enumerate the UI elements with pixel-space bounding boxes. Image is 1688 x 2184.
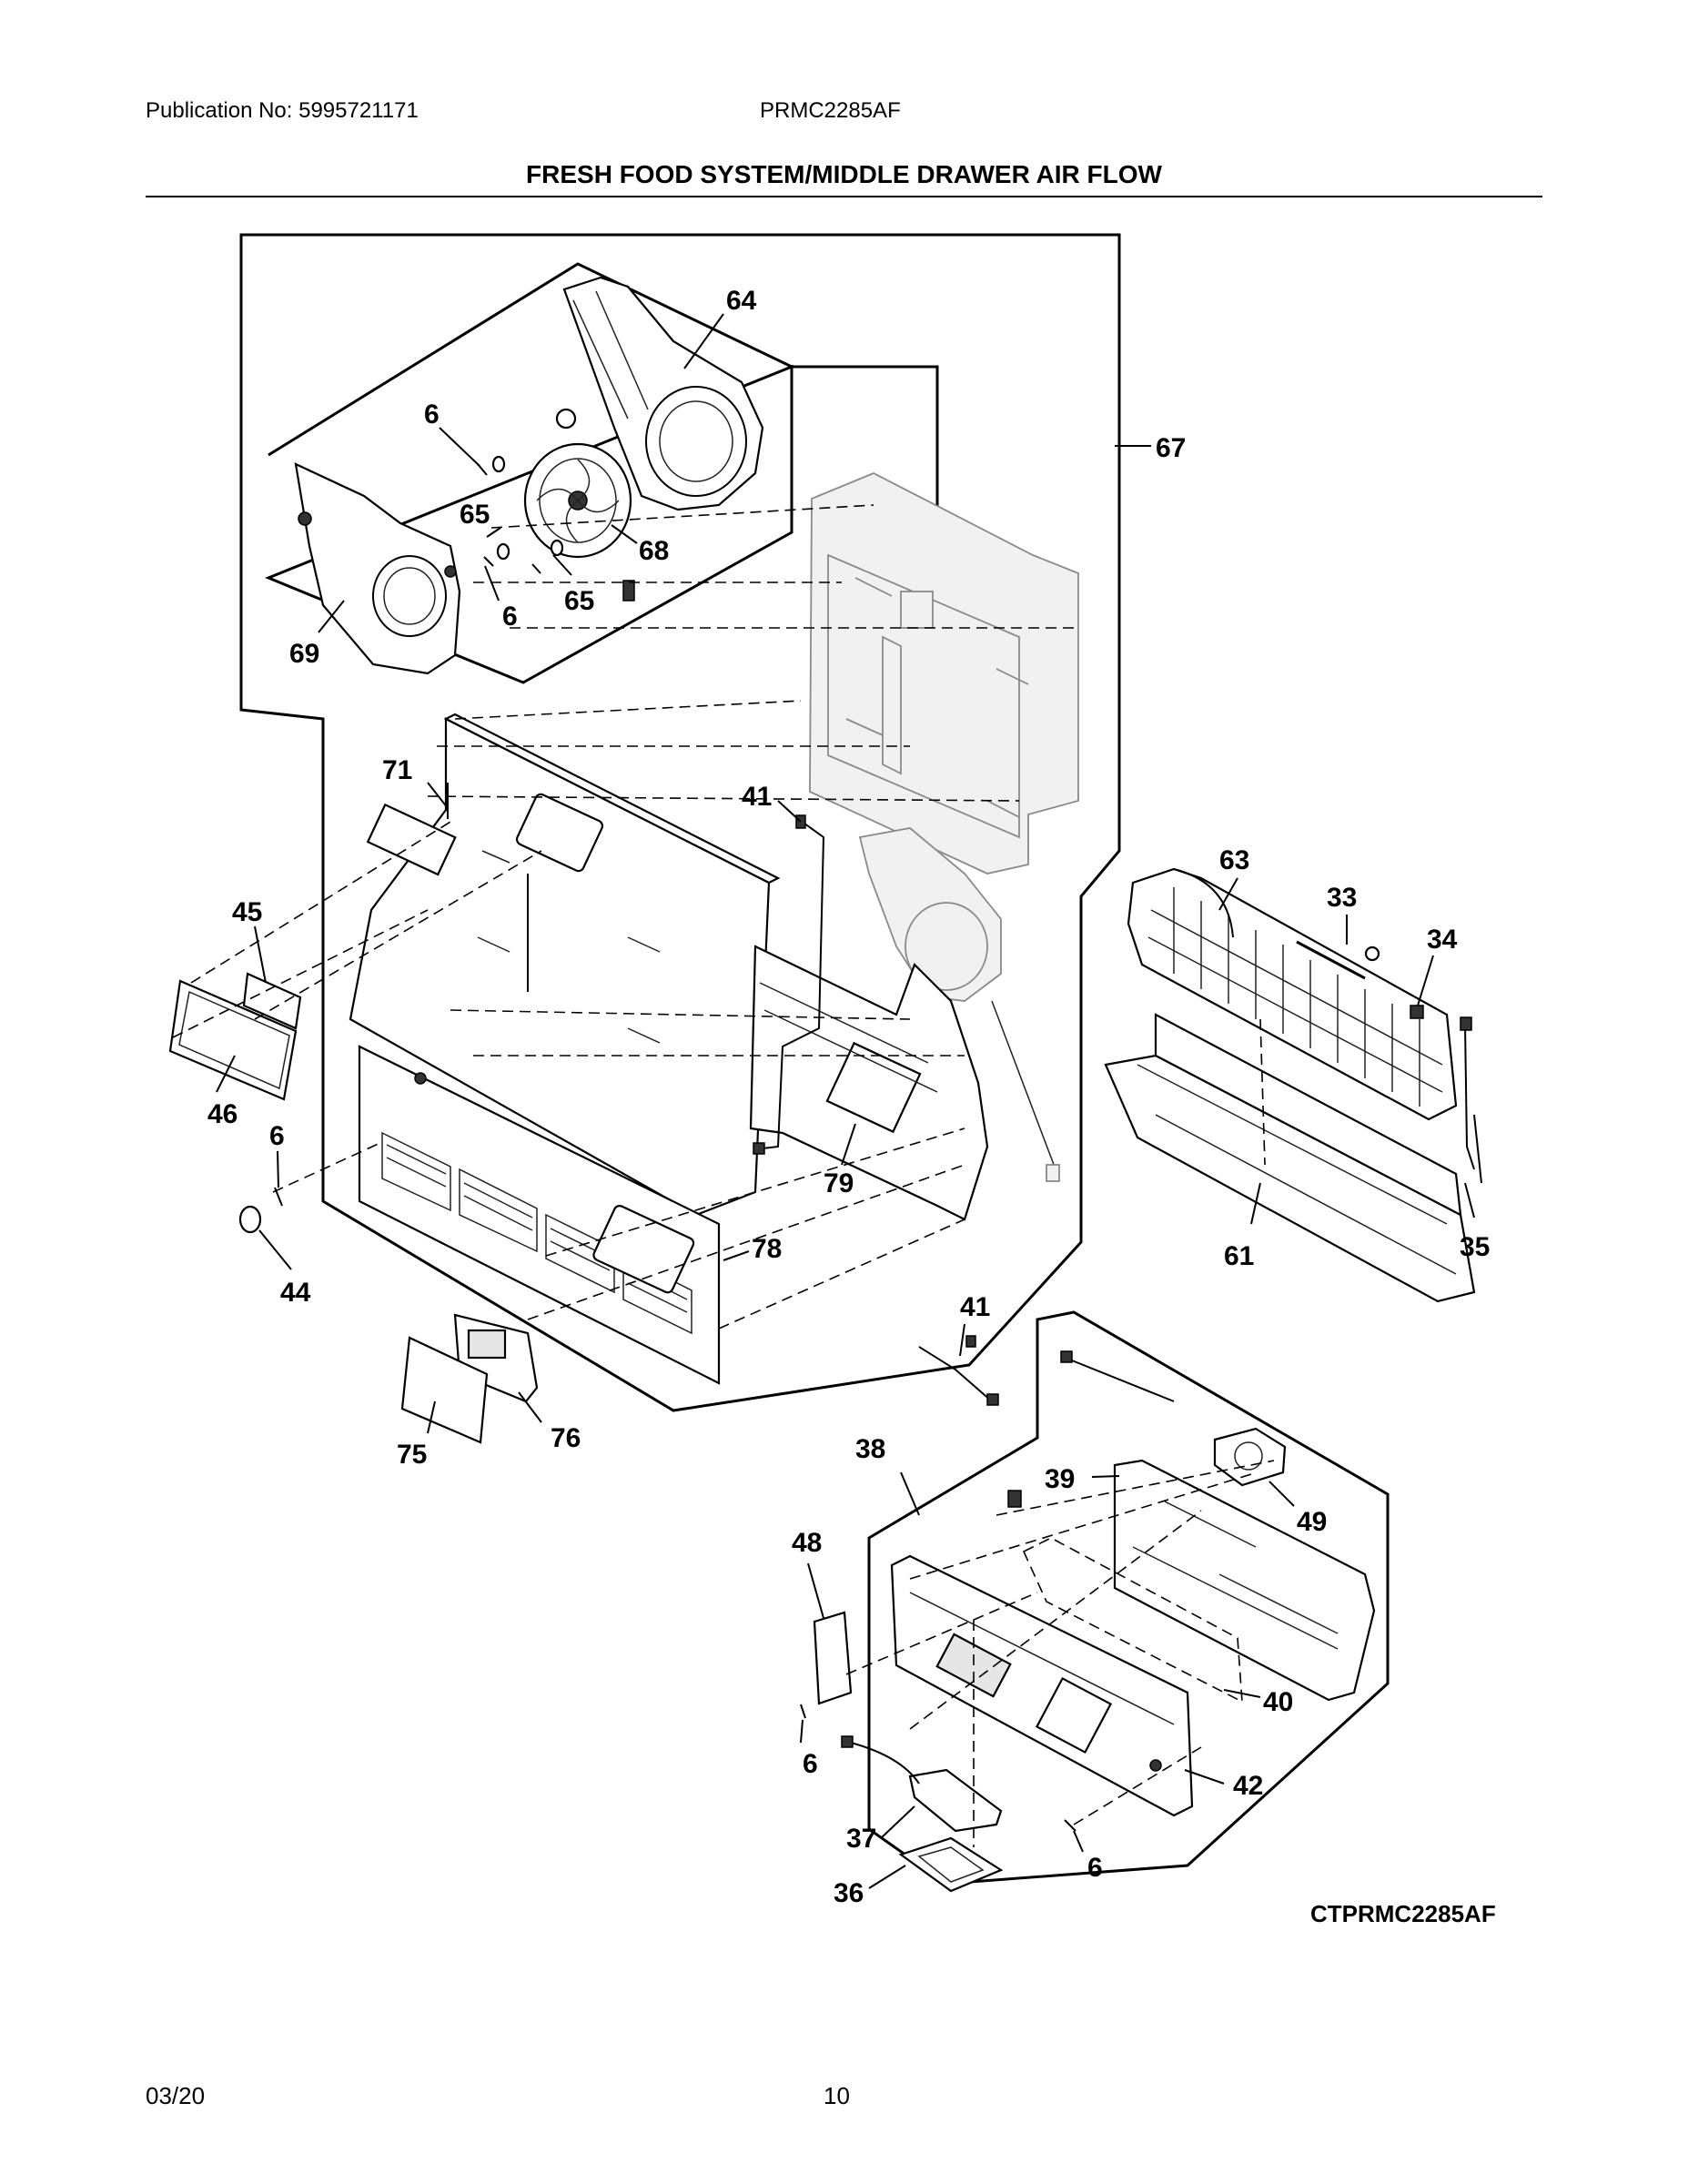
light-lens-46 bbox=[168, 979, 298, 1101]
gasket-36 bbox=[898, 1836, 1004, 1893]
footer-page-number: 10 bbox=[824, 2082, 850, 2109]
callout-34: 34 bbox=[1427, 925, 1458, 955]
callout-46: 46 bbox=[207, 1099, 238, 1129]
footer-date: 03/20 bbox=[146, 2082, 206, 2109]
fresh-food-panel bbox=[349, 713, 781, 1217]
drawer-panel-42 bbox=[890, 1490, 1194, 1817]
side-duct-79 bbox=[749, 945, 989, 1221]
light-module-48 bbox=[800, 1611, 853, 1719]
publication-number: Publication No: 5995721171 bbox=[146, 98, 419, 123]
vent-housing-78 bbox=[358, 1045, 721, 1385]
callout-33: 33 bbox=[1327, 883, 1357, 913]
plug-44 bbox=[238, 1187, 283, 1234]
callout-49: 49 bbox=[1297, 1507, 1327, 1537]
callout-6-c: 6 bbox=[269, 1121, 285, 1151]
callout-44: 44 bbox=[280, 1278, 311, 1308]
callout-39: 39 bbox=[1045, 1464, 1075, 1494]
cover-75 bbox=[400, 1336, 489, 1444]
callout-65-b: 65 bbox=[564, 586, 594, 616]
callout-41-b: 41 bbox=[960, 1292, 990, 1322]
callout-68: 68 bbox=[639, 536, 669, 566]
callout-41-a: 41 bbox=[742, 782, 772, 812]
harness-41-lower bbox=[918, 1335, 999, 1406]
callout-6-d: 6 bbox=[803, 1749, 818, 1779]
fan-49 bbox=[1060, 1350, 1287, 1487]
diffuser-45 bbox=[242, 972, 302, 1030]
insulation-40 bbox=[1022, 1537, 1243, 1704]
callout-38: 38 bbox=[855, 1434, 885, 1464]
sensor-34 bbox=[1410, 1005, 1424, 1019]
callout-35: 35 bbox=[1460, 1232, 1490, 1262]
housing-39 bbox=[1113, 1459, 1376, 1702]
page-title: FRESH FOOD SYSTEM/MIDDLE DRAWER AIR FLOW bbox=[526, 160, 1162, 188]
callout-48: 48 bbox=[792, 1528, 822, 1558]
assembly-67-boundary bbox=[239, 233, 1121, 1412]
callout-36: 36 bbox=[834, 1878, 864, 1908]
screw-6e bbox=[1064, 1819, 1076, 1832]
callout-76: 76 bbox=[551, 1423, 581, 1453]
harness-35 bbox=[1460, 1016, 1482, 1184]
callout-69: 69 bbox=[289, 639, 319, 669]
leader-lines bbox=[216, 313, 1475, 1889]
callout-67: 67 bbox=[1156, 433, 1186, 463]
callout-64: 64 bbox=[726, 286, 757, 316]
ghost-duct-panel bbox=[809, 472, 1079, 1182]
fan-wheel-68 bbox=[523, 408, 635, 602]
callout-45: 45 bbox=[232, 897, 262, 927]
blower-housing-64 bbox=[562, 276, 764, 511]
callout-75: 75 bbox=[397, 1440, 427, 1470]
callout-61: 61 bbox=[1224, 1241, 1254, 1271]
callout-40: 40 bbox=[1263, 1687, 1293, 1717]
callout-6-a: 6 bbox=[424, 399, 440, 430]
screws-6-65 bbox=[477, 455, 564, 574]
callout-71: 71 bbox=[382, 755, 412, 785]
assembly-guide-lines bbox=[172, 504, 1275, 1847]
callout-37: 37 bbox=[846, 1824, 876, 1854]
callout-6-b: 6 bbox=[502, 602, 518, 632]
title-rule bbox=[146, 196, 1542, 197]
callout-63: 63 bbox=[1219, 845, 1249, 875]
callout-6-e: 6 bbox=[1087, 1853, 1103, 1883]
callout-65-a: 65 bbox=[460, 500, 490, 530]
callout-79: 79 bbox=[824, 1168, 854, 1198]
callout-42: 42 bbox=[1233, 1771, 1263, 1801]
callout-78: 78 bbox=[752, 1234, 782, 1264]
model-number: PRMC2285AF bbox=[760, 98, 901, 123]
heater-33 bbox=[1296, 940, 1380, 980]
module-37 bbox=[841, 1735, 1003, 1833]
drain-trough-61 bbox=[1104, 1013, 1476, 1303]
blower-housing-69 bbox=[294, 462, 461, 675]
diagram-code: CTPRMC2285AF bbox=[1310, 1900, 1496, 1927]
evaporator-63 bbox=[1127, 867, 1458, 1121]
